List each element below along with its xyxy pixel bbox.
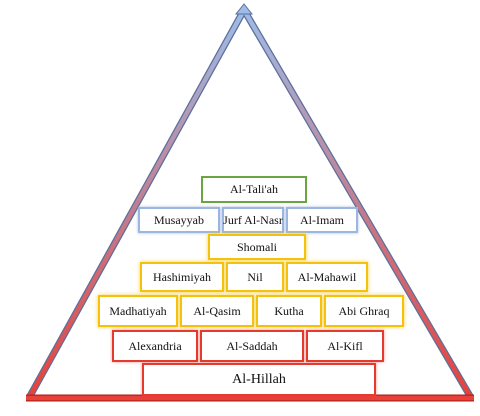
node-al-kifl: Al-Kifl xyxy=(306,330,384,362)
node-al-taliah: Al-Tali'ah xyxy=(201,176,307,203)
node-kutha: Kutha xyxy=(256,295,322,327)
node-nil: Nil xyxy=(226,262,284,292)
node-al-mahawil: Al-Mahawil xyxy=(286,262,368,292)
node-madhatiyah: Madhatiyah xyxy=(98,295,178,327)
node-al-hillah: Al-Hillah xyxy=(142,363,376,396)
node-shomali: Shomali xyxy=(208,234,306,260)
node-al-imam: Al-Imam xyxy=(286,207,358,233)
node-abi-ghraq: Abi Ghraq xyxy=(324,295,404,327)
node-musayyab: Musayyab xyxy=(138,207,220,233)
node-alexandria: Alexandria xyxy=(112,330,198,362)
node-al-saddah: Al-Saddah xyxy=(200,330,304,362)
node-al-qasim: Al-Qasim xyxy=(180,295,254,327)
apex-arrow xyxy=(234,3,254,15)
node-hashimiyah: Hashimiyah xyxy=(140,262,224,292)
node-jurf-al-nasr: Jurf Al-Nasr xyxy=(222,207,284,233)
